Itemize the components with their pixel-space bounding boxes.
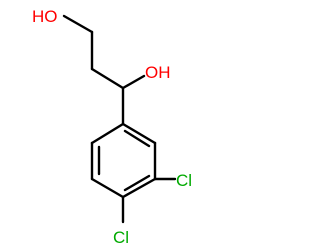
- ring-bond-4: [90, 177, 125, 199]
- bond-c3-oh: [121, 74, 146, 90]
- ring-bond-1: [121, 122, 157, 145]
- hydroxyl-label-middle: OH: [145, 63, 171, 82]
- hydroxyl-label-top: HO: [32, 7, 58, 26]
- chlorine-label-right: Cl: [176, 171, 192, 190]
- bond-c2-c3: [90, 67, 125, 90]
- ring-double-bond-1: [123, 129, 151, 148]
- molecule-diagram: HO OH Cl Cl: [32, 7, 192, 247]
- ring-bond-3: [121, 177, 157, 199]
- chlorine-label-bottom: Cl: [113, 228, 129, 247]
- bond-ho-c1: [62, 14, 94, 34]
- ring-double-bond-2: [123, 174, 151, 192]
- ring-bond-6: [90, 122, 125, 145]
